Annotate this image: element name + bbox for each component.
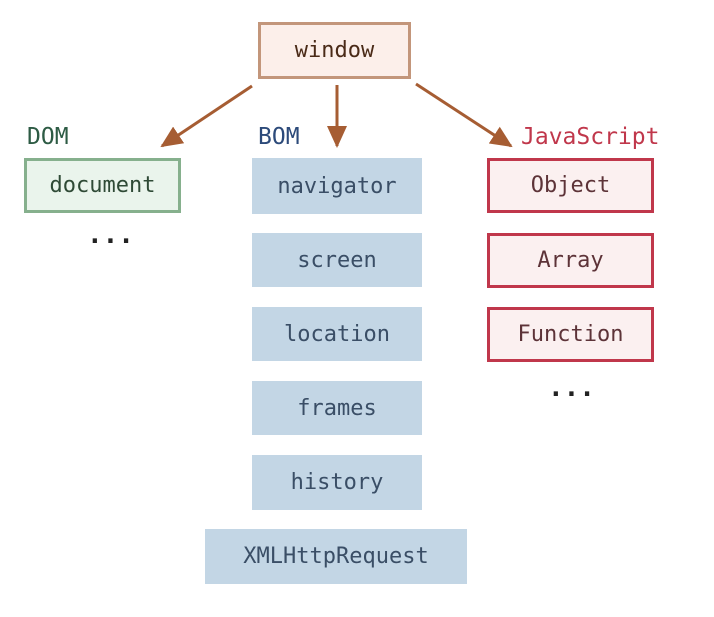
arrow-to-javascript <box>415 82 513 148</box>
object-node: Object <box>487 158 654 213</box>
screen-node: screen <box>252 233 422 287</box>
javascript-heading: JavaScript <box>521 124 660 150</box>
javascript-more-ellipsis: ... <box>548 373 595 403</box>
function-node: Function <box>487 307 654 362</box>
xmlhttprequest-node: XMLHttpRequest <box>205 529 467 584</box>
dom-heading: DOM <box>27 124 69 150</box>
navigator-node: navigator <box>252 158 422 214</box>
window-node: window <box>258 22 411 79</box>
frames-node: frames <box>252 381 422 435</box>
dom-more-ellipsis: ... <box>87 220 134 250</box>
location-node: location <box>252 307 422 361</box>
array-node: Array <box>487 233 654 288</box>
history-node: history <box>252 455 422 510</box>
arrow-to-dom <box>160 84 253 148</box>
bom-heading: BOM <box>258 124 300 150</box>
document-node: document <box>24 158 181 213</box>
